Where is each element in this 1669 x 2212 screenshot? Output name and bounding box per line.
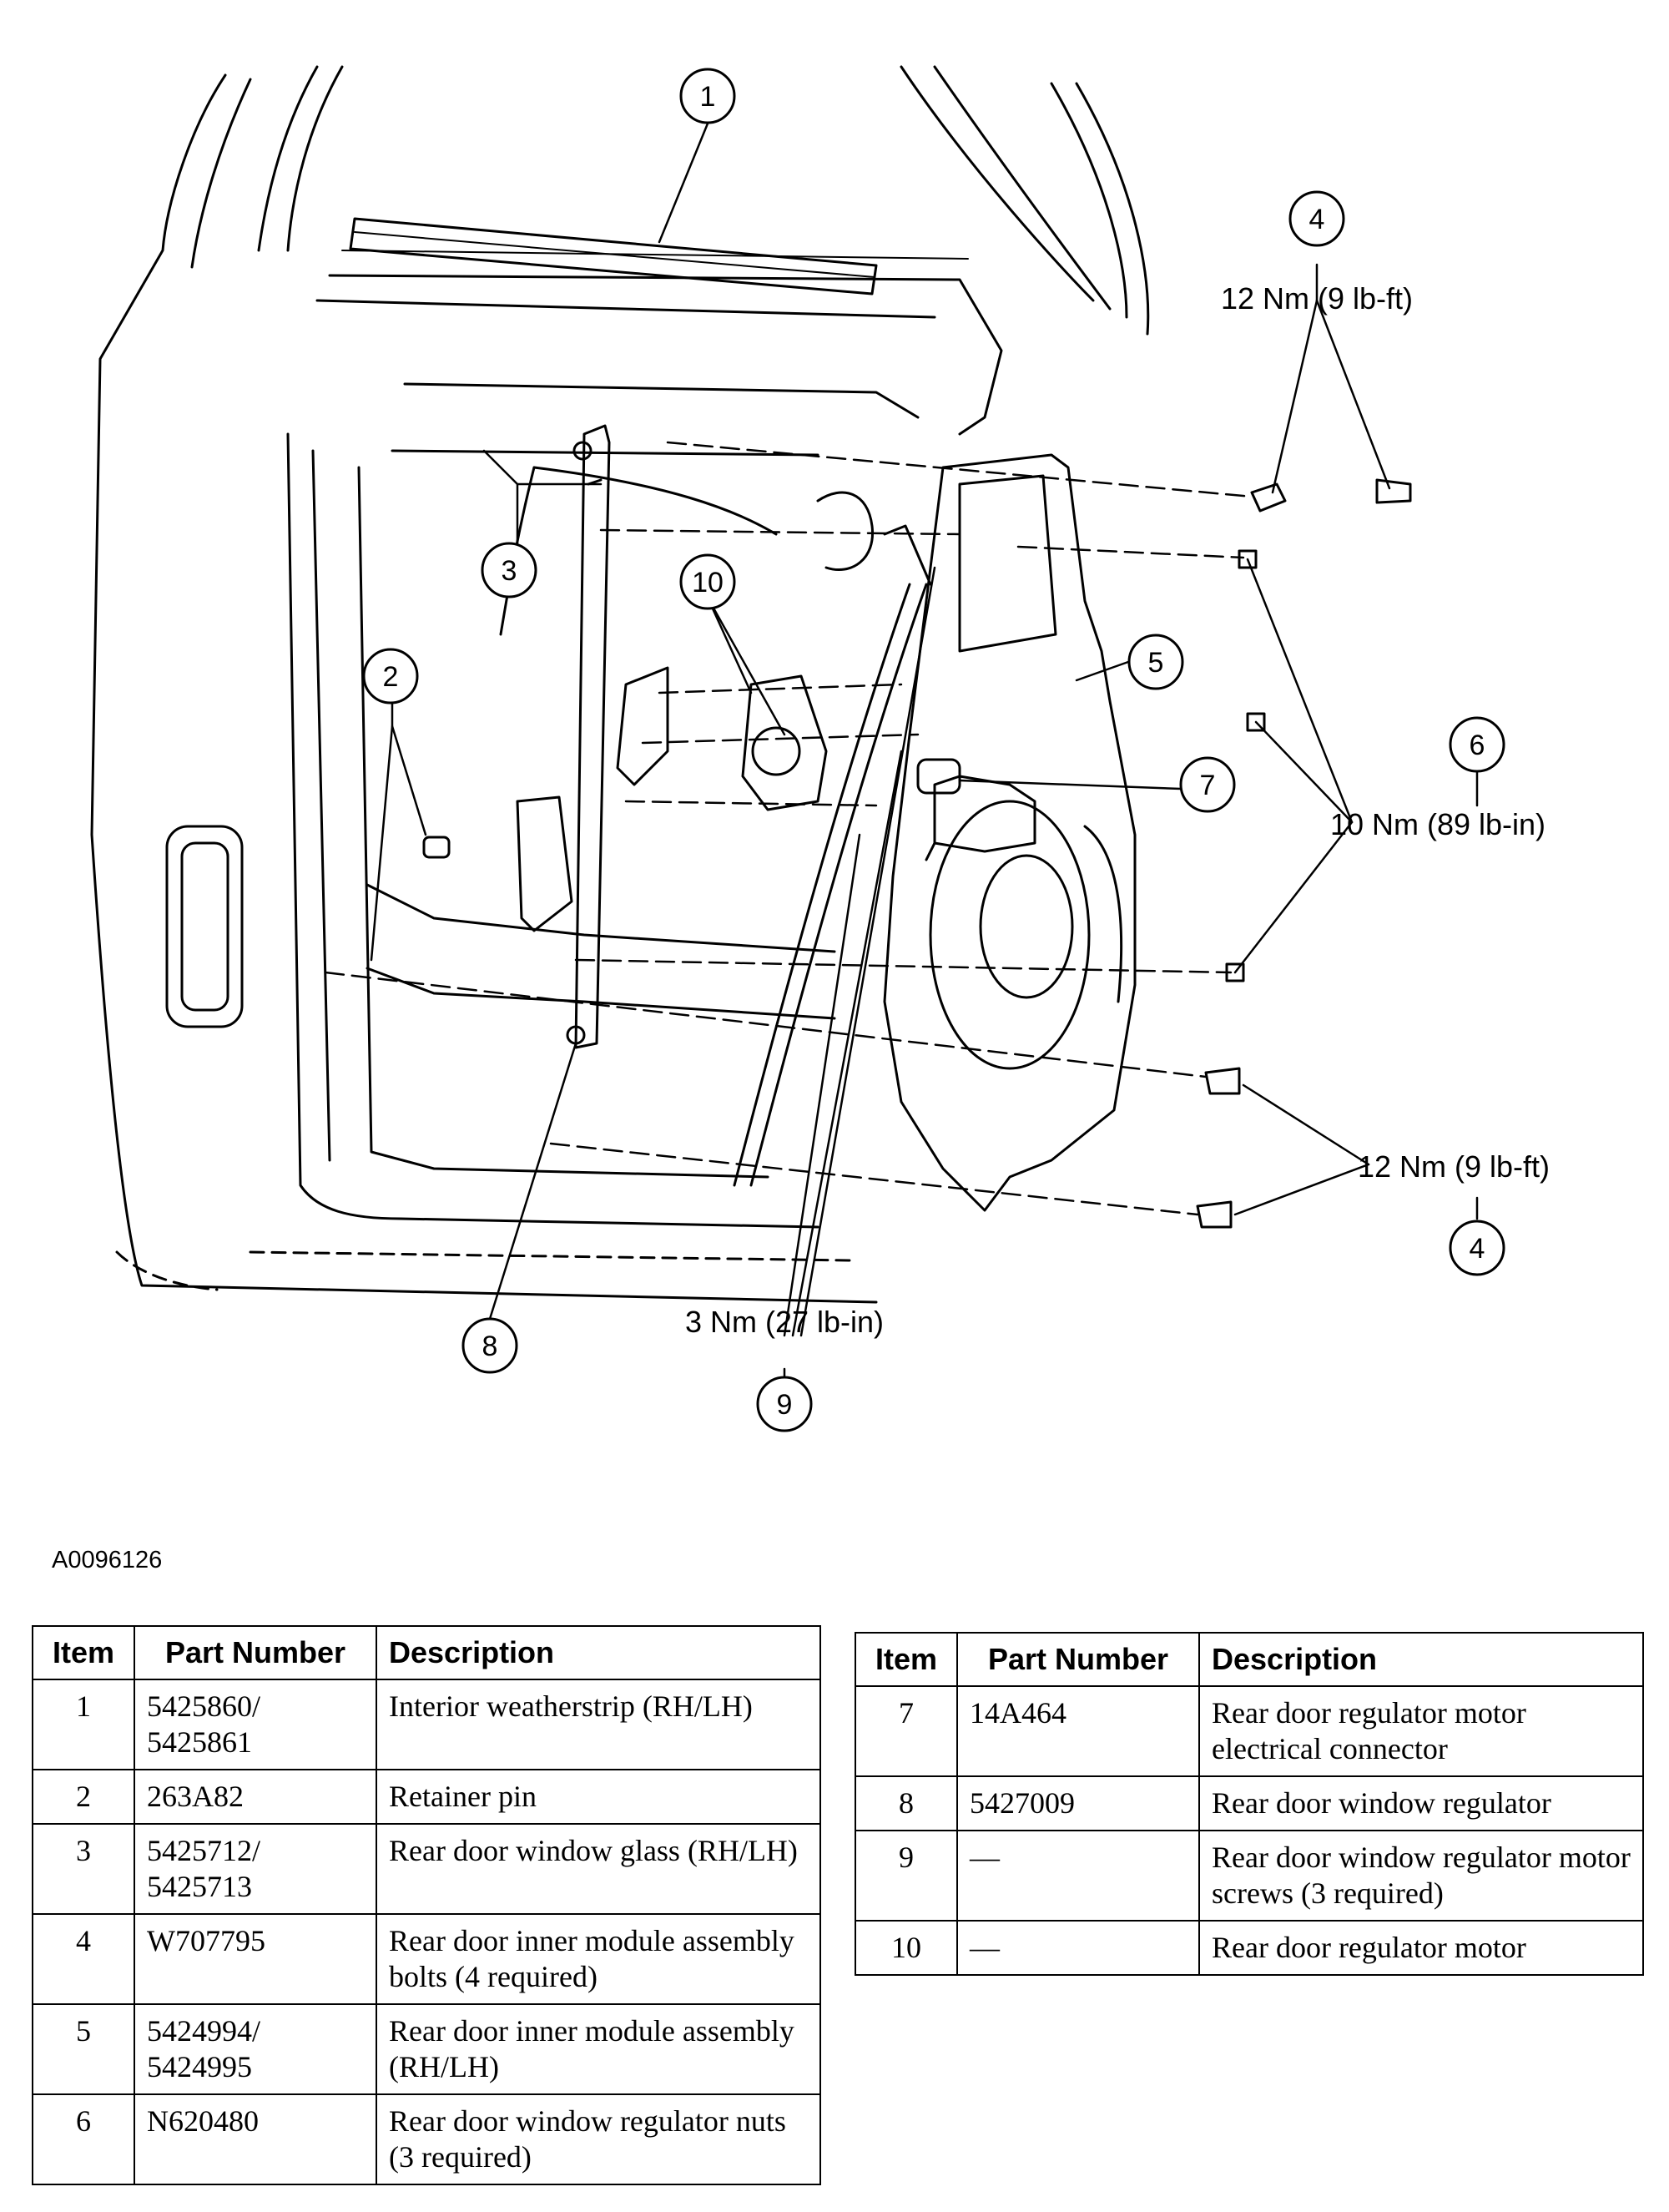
callout-9-circle [756,1376,813,1432]
callout-5-circle [1127,634,1184,690]
table-row: 3 5425712/ 5425713 Rear door window glas… [32,1823,821,1915]
callout-3-circle [481,542,537,598]
callout-10-number: 10 [692,567,724,598]
callout-9-number: 9 [777,1389,793,1421]
parts-table-left: Item Part Number Description 1 5425860/ … [32,1625,821,2185]
row-description: Rear door regulator motor electrical con… [1198,1685,1644,1777]
torque-label-item6: 10 Nm (89 lb-in) [1330,807,1545,841]
row-item: 9 [855,1830,958,1922]
callout-4-bottom-circle [1449,1220,1505,1276]
row-description: Rear door inner module assembly (RH/LH) [376,2003,821,2095]
callout-6-circle [1449,716,1505,773]
figure-id: A0096126 [52,1547,163,1573]
exploded-door-diagram: 1 4 3 10 2 5 6 7 8 4 9 12 Nm (9 lb-ft) 1… [90,65,1550,1432]
table-row: 7 14A464 Rear door regulator motor elect… [855,1685,1644,1777]
door-inner-panel [286,250,1003,1229]
table-header-row: Item Part Number Description [32,1625,821,1680]
callout-4-bottom-number: 4 [1470,1233,1485,1265]
row-description: Rear door window glass (RH/LH) [376,1823,821,1915]
row-part-number: 5425860/ 5425861 [134,1679,377,1770]
row-description: Rear door inner module assembly bolts (4… [376,1913,821,2005]
torque-label-item9: 3 Nm (27 lb-in) [685,1305,884,1339]
callout-1-circle [679,68,736,124]
table-row: 5 5424994/ 5424995 Rear door inner modul… [32,2003,821,2095]
row-item: 8 [855,1775,958,1831]
table-row: 6 N620480 Rear door window regulator nut… [32,2093,821,2185]
table-row: 10 — Rear door regulator motor [855,1920,1644,1976]
header-description: Description [376,1625,821,1680]
row-part-number: 5425712/ 5425713 [134,1823,377,1915]
row-description: Rear door regulator motor [1198,1920,1644,1976]
header-part-number: Part Number [134,1625,377,1680]
table-row: 8 5427009 Rear door window regulator [855,1775,1644,1831]
table-row: 9 — Rear door window regulator motor scr… [855,1830,1644,1922]
row-part-number: 263A82 [134,1769,377,1825]
row-item: 3 [32,1823,135,1915]
regulator-motor [741,491,875,811]
callout-8-number: 8 [482,1331,498,1362]
torque-label-item4-bottom: 12 Nm (9 lb-ft) [1358,1149,1550,1184]
row-description: Interior weatherstrip (RH/LH) [376,1679,821,1770]
callout-2-number: 2 [383,661,399,693]
table-row: 2 263A82 Retainer pin [32,1769,821,1825]
row-part-number: N620480 [134,2093,377,2185]
header-part-number: Part Number [956,1632,1200,1687]
torque-label-item4-top: 12 Nm (9 lb-ft) [1221,281,1413,316]
table-header-row: Item Part Number Description [855,1632,1644,1687]
callout-4-top-circle [1288,190,1345,247]
row-item: 6 [32,2093,135,2185]
leader-lines [370,122,1479,1379]
motor-electrical-connector [916,758,961,861]
row-item: 5 [32,2003,135,2095]
door-handle-recess [165,825,244,1028]
row-item: 4 [32,1913,135,2005]
header-item: Item [32,1625,135,1680]
table-row: 4 W707795 Rear door inner module assembl… [32,1913,821,2005]
callout-5-number: 5 [1148,647,1164,679]
row-part-number: 14A464 [956,1685,1200,1777]
callout-4-top-number: 4 [1309,204,1325,235]
row-item: 1 [32,1679,135,1770]
row-part-number: 5424994/ 5424995 [134,2003,377,2095]
callout-7-circle [1179,756,1236,813]
inner-module-assembly [883,453,1137,1212]
row-item: 7 [855,1685,958,1777]
callout-8-circle [461,1317,518,1374]
table-row: 1 5425860/ 5425861 Interior weatherstrip… [32,1679,821,1770]
header-description: Description [1198,1632,1644,1687]
row-part-number: 5427009 [956,1775,1200,1831]
row-part-number: W707795 [134,1913,377,2005]
callout-6-number: 6 [1470,730,1485,761]
header-item: Item [855,1632,958,1687]
fasteners [1196,478,1412,1229]
parts-table-right: Item Part Number Description 7 14A464 Re… [855,1632,1644,1976]
callout-7-number: 7 [1200,770,1216,801]
row-item: 10 [855,1920,958,1976]
row-part-number: — [956,1920,1200,1976]
door-frame [90,65,1150,1304]
callout-3-number: 3 [502,555,517,587]
row-description: Rear door window regulator [1198,1775,1644,1831]
callout-10-circle [679,553,736,610]
regulator-cable-rails [733,524,932,1187]
callout-2-circle [362,648,419,705]
window-regulator [516,424,669,1049]
row-description: Retainer pin [376,1769,821,1825]
interior-weatherstrip [349,217,878,295]
alignment-lines [324,441,1253,1216]
row-description: Rear door window regulator nuts (3 requi… [376,2093,821,2185]
row-part-number: — [956,1830,1200,1922]
retainer-pin [422,836,451,859]
row-item: 2 [32,1769,135,1825]
row-description: Rear door window regulator motor screws … [1198,1830,1644,1922]
callout-1-number: 1 [700,81,716,113]
